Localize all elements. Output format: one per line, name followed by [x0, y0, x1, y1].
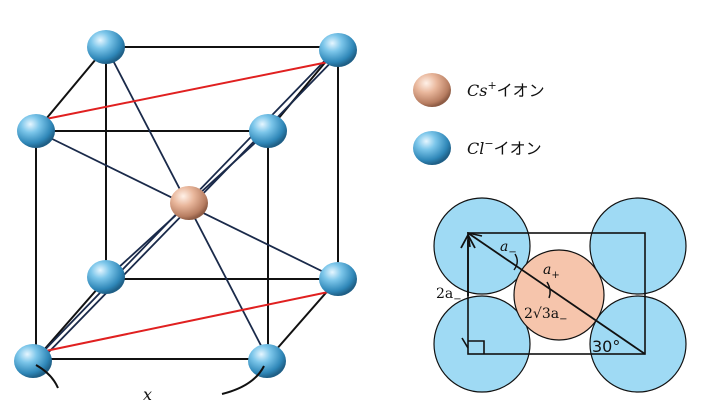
cl-ion	[87, 260, 125, 294]
legend-cl-ion: Cl	[467, 139, 484, 158]
cross-section	[433, 197, 687, 393]
legend-cs-sup: +	[487, 79, 496, 92]
edge-annotation	[35, 364, 265, 395]
svg-text:Cs+イオン: Cs+イオン	[467, 79, 545, 100]
cl-ion	[319, 262, 357, 296]
legend-cs-ion: Cs	[467, 81, 487, 100]
legend-cs-icon	[413, 73, 451, 107]
legend-cl-icon	[413, 131, 451, 165]
edge-label-x: x	[143, 385, 152, 404]
cl-ion	[249, 114, 287, 148]
cl-circle-top-right	[589, 197, 687, 295]
label-side: 2a−	[436, 286, 462, 305]
cs-ion	[170, 186, 208, 220]
cl-circle-bottom-left	[433, 295, 531, 393]
label-a-plus: a+	[543, 262, 560, 281]
cl-ion	[248, 344, 286, 378]
legend-cs-suffix: イオン	[497, 81, 545, 100]
cl-ion	[319, 33, 357, 67]
label-a-minus: a−	[500, 239, 517, 258]
cl-ion	[87, 30, 125, 64]
red-diagonals	[35, 59, 339, 354]
label-diagonal: 2√3a−	[524, 306, 567, 325]
cl-circle-bottom-right	[589, 295, 687, 393]
svg-text:Cl−イオン: Cl−イオン	[467, 137, 542, 158]
legend-cl-suffix: イオン	[494, 139, 542, 158]
legend-cl-sup: −	[484, 137, 493, 150]
angle-mark: 30°	[592, 337, 620, 356]
section-diagonal	[467, 232, 646, 355]
cl-circle-top-left	[433, 197, 531, 295]
cl-ion	[17, 114, 55, 148]
legend: Cs+イオン Cl−イオン	[413, 73, 545, 165]
